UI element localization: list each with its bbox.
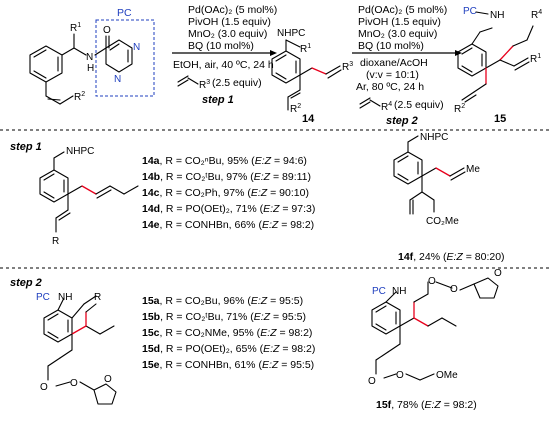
- svg-text:R2: R2: [454, 103, 465, 115]
- r1-label: R1: [70, 22, 81, 34]
- svg-text:BQ (10 mol%): BQ (10 mol%): [188, 40, 254, 52]
- svg-text:O: O: [104, 374, 112, 385]
- svg-text:OMe: OMe: [436, 370, 458, 381]
- compound-14f: NHPC Me CO₂Me 14f, 24% (E:Z = 80:20): [393, 132, 505, 263]
- svg-text:O: O: [428, 276, 436, 287]
- svg-text:(2.5 equiv): (2.5 equiv): [212, 77, 262, 89]
- pc-dashed-box: [95, 19, 155, 97]
- compound-15: PC NH R4 R1 R2 15: [454, 6, 542, 125]
- step2-general-structure: PC NH R O O O: [36, 292, 117, 405]
- entry-14a: 14a, R = CO₂ⁿBu, 95% (E:Z = 94:6): [142, 155, 307, 167]
- compound-14-label: 14: [302, 113, 315, 125]
- svg-text:MnO₂ (3.0 equiv): MnO₂ (3.0 equiv): [188, 28, 267, 40]
- pyrazine-n-2: N: [114, 74, 121, 85]
- svg-text:Me: Me: [466, 164, 480, 175]
- step1-conditions: Pd(OAc)₂ (5 mol%) PivOH (1.5 equiv) MnO₂…: [172, 4, 277, 106]
- svg-text:R3: R3: [342, 61, 353, 73]
- svg-text:NH: NH: [58, 292, 72, 303]
- svg-text:PivOH (1.5 equiv): PivOH (1.5 equiv): [188, 16, 271, 28]
- svg-text:Ar, 80 ºC, 24 h: Ar, 80 ºC, 24 h: [356, 81, 424, 93]
- svg-text:Pd(OAc)₂ (5 mol%): Pd(OAc)₂ (5 mol%): [188, 4, 277, 16]
- svg-text:NHPC: NHPC: [277, 28, 305, 39]
- svg-text:PC: PC: [463, 6, 477, 17]
- amide-n: N: [86, 52, 93, 63]
- entry-14e: 14e, R = CONHBn, 66% (E:Z = 98:2): [142, 219, 314, 231]
- svg-text:O: O: [40, 382, 48, 393]
- step1-yield-list: 14a, R = CO₂ⁿBu, 95% (E:Z = 94:6) 14b, R…: [142, 155, 315, 231]
- pyrazine-n-1: N: [133, 42, 140, 53]
- entry-15f: 15f, 78% (E:Z = 98:2): [376, 399, 477, 411]
- entry-14c: 14c, R = CO₂Ph, 97% (E:Z = 90:10): [142, 187, 309, 199]
- svg-text:CO₂Me: CO₂Me: [426, 216, 459, 227]
- svg-text:O: O: [70, 378, 78, 389]
- svg-text:NHPC: NHPC: [420, 132, 448, 143]
- svg-text:EtOH, air, 40 ºC, 24 h: EtOH, air, 40 ºC, 24 h: [173, 59, 274, 71]
- carbonyl-o: O: [103, 25, 111, 36]
- svg-text:O: O: [396, 370, 404, 381]
- svg-text:PC: PC: [36, 292, 50, 303]
- svg-text:O: O: [450, 284, 458, 295]
- entry-14f: 14f, 24% (E:Z = 80:20): [398, 251, 505, 263]
- compound-15-label: 15: [494, 113, 506, 125]
- svg-text:NH: NH: [392, 286, 406, 297]
- step1-general-structure: NHPC R: [39, 146, 139, 247]
- entry-14b: 14b, R = CO₂ᵗBu, 97% (E:Z = 89:11): [142, 171, 311, 183]
- compound-14: NHPC R1 R3 R2 14: [271, 28, 353, 125]
- entry-14d: 14d, R = PO(OEt)₂, 71% (E:Z = 97:3): [142, 203, 315, 215]
- step1-label: step 1: [202, 94, 234, 106]
- step2-conditions: Pd(OAc)₂ (5 mol%) PivOH (1.5 equiv) MnO₂…: [352, 4, 462, 127]
- svg-text:R4: R4: [381, 101, 392, 113]
- svg-text:(v:v = 10:1): (v:v = 10:1): [366, 69, 419, 81]
- svg-text:R: R: [94, 292, 101, 303]
- entry-15d: 15d, R = PO(OEt)₂, 65% (E:Z = 98:2): [142, 343, 315, 355]
- step1-section-title: step 1: [10, 141, 42, 153]
- entry-15b: 15b, R = CO₂ᵗBu, 71% (E:Z = 95:5): [142, 311, 306, 323]
- svg-text:R4: R4: [531, 9, 542, 21]
- entry-15e: 15e, R = CONHBn, 61% (E:Z = 95:5): [142, 359, 314, 371]
- pc-label: PC: [117, 7, 132, 19]
- svg-text:Pd(OAc)₂ (5 mol%): Pd(OAc)₂ (5 mol%): [358, 4, 447, 16]
- svg-text:PivOH (1.5 equiv): PivOH (1.5 equiv): [358, 16, 441, 28]
- step2-section-title: step 2: [10, 277, 42, 289]
- svg-text:O: O: [494, 268, 502, 279]
- entry-15a: 15a, R = CO₂Bu, 96% (E:Z = 95:5): [142, 295, 303, 307]
- svg-text:R: R: [52, 236, 59, 247]
- svg-text:R2: R2: [290, 103, 301, 115]
- svg-text:R3: R3: [199, 79, 210, 91]
- entry-15c: 15c, R = CO₂NMe, 95% (E:Z = 98:2): [142, 327, 312, 339]
- starting-material: R1 N H O N N PC R2: [29, 7, 155, 105]
- r2-label: R2: [74, 91, 85, 103]
- step2-yield-list: 15a, R = CO₂Bu, 96% (E:Z = 95:5) 15b, R …: [142, 295, 315, 371]
- svg-text:BQ (10 mol%): BQ (10 mol%): [358, 40, 424, 52]
- svg-text:MnO₂ (3.0 equiv): MnO₂ (3.0 equiv): [358, 28, 437, 40]
- amide-h: H: [87, 63, 94, 74]
- svg-text:NH: NH: [490, 10, 504, 21]
- svg-text:dioxane/AcOH: dioxane/AcOH: [360, 57, 428, 69]
- step2-label: step 2: [386, 115, 418, 127]
- svg-text:O: O: [368, 376, 376, 387]
- svg-text:R1: R1: [530, 53, 541, 65]
- svg-text:NHPC: NHPC: [66, 146, 94, 157]
- svg-text:PC: PC: [372, 286, 386, 297]
- svg-text:(2.5 equiv): (2.5 equiv): [394, 99, 444, 111]
- compound-15f: PC NH O O O O O OMe 15f, 78% (E:Z = 98:2…: [368, 268, 502, 411]
- svg-text:R1: R1: [300, 43, 311, 55]
